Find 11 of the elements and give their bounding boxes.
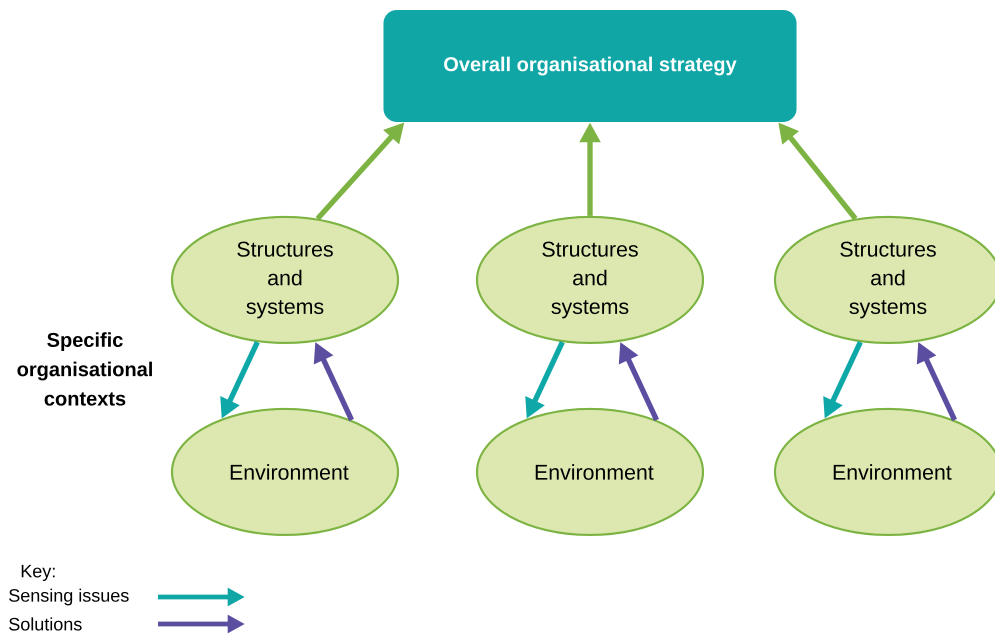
ellipse-node: Environment <box>476 408 704 536</box>
legend-label: Solutions <box>9 617 82 631</box>
ellipse-node: Structures and systems <box>774 216 995 344</box>
ellipse-node: Environment <box>774 408 995 536</box>
ellipse-node: Structures and systems <box>170 216 400 344</box>
ellipse-node: Environment <box>170 408 400 536</box>
strategy-box: Overall organisational strategy <box>383 10 797 122</box>
context-label: Specific organisational contexts <box>17 332 152 406</box>
key-heading: Key: <box>22 564 55 582</box>
ellipse-node: Structures and systems <box>476 216 704 344</box>
legend-label: Sensing issues <box>9 588 129 606</box>
